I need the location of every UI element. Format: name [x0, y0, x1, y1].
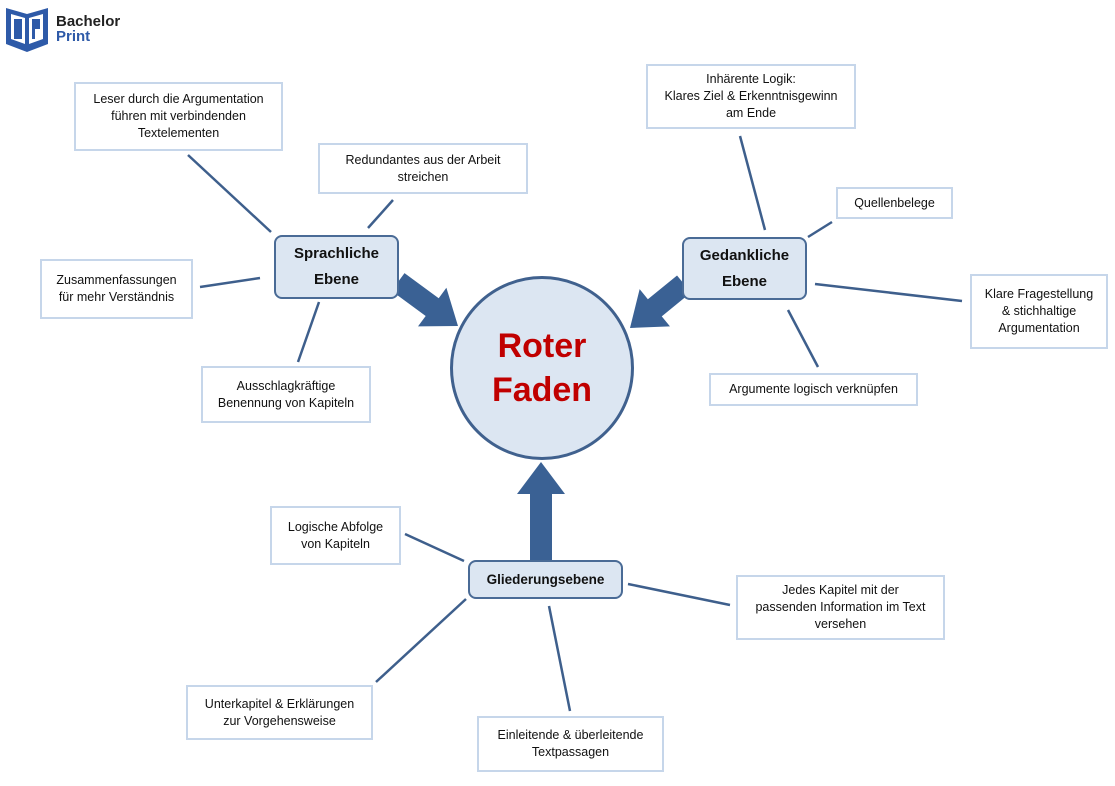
leaf-box: Logische Abfolge von Kapiteln: [270, 506, 401, 565]
book-logo-icon: [6, 8, 48, 52]
block-arrow: [391, 273, 458, 327]
leaf-box: Jedes Kapitel mit der passenden Informat…: [736, 575, 945, 640]
leaf-box: Klare Fragestellung & stichhaltige Argum…: [970, 274, 1108, 349]
block-arrow: [630, 275, 691, 328]
leaf-box: Redundantes aus der Arbeit streichen: [318, 143, 528, 194]
connector-line: [627, 582, 731, 607]
logo: Bachelor Print: [4, 4, 120, 54]
leaf-box: Einleitende & überleitende Textpassagen: [477, 716, 664, 772]
leaf-box: Ausschlagkräftige Benennung von Kapiteln: [201, 366, 371, 423]
connector-line: [199, 276, 261, 289]
leaf-box: Argumente logisch verknüpfen: [709, 373, 918, 406]
connector-line: [375, 598, 467, 683]
logo-text-line1: Bachelor: [56, 13, 121, 30]
hub-gliederungsebene: Gliederungsebene: [468, 560, 623, 599]
connector-line: [404, 532, 465, 563]
leaf-box: Zusammenfassungen für mehr Verständnis: [40, 259, 193, 319]
connector-line: [814, 282, 963, 303]
leaf-box: Quellenbelege: [836, 187, 953, 219]
connector-line: [547, 605, 572, 712]
center-node-roter-faden: Roter Faden: [450, 276, 634, 460]
connector-line: [738, 135, 767, 231]
block-arrow: [517, 462, 565, 560]
connector-line: [187, 154, 272, 233]
connector-line: [786, 309, 820, 368]
connector-line: [296, 301, 321, 363]
connector-line: [807, 220, 833, 239]
hub-gedankliche-ebene: Gedankliche Ebene: [682, 237, 807, 300]
connector-line: [367, 199, 394, 229]
logo-text-line2: Print: [56, 28, 91, 45]
leaf-box: Unterkapitel & Erklärungen zur Vorgehens…: [186, 685, 373, 740]
leaf-box: Inhärente Logik: Klares Ziel & Erkenntni…: [646, 64, 856, 129]
hub-sprachliche-ebene: Sprachliche Ebene: [274, 235, 399, 299]
leaf-box: Leser durch die Argumentation führen mit…: [74, 82, 283, 151]
